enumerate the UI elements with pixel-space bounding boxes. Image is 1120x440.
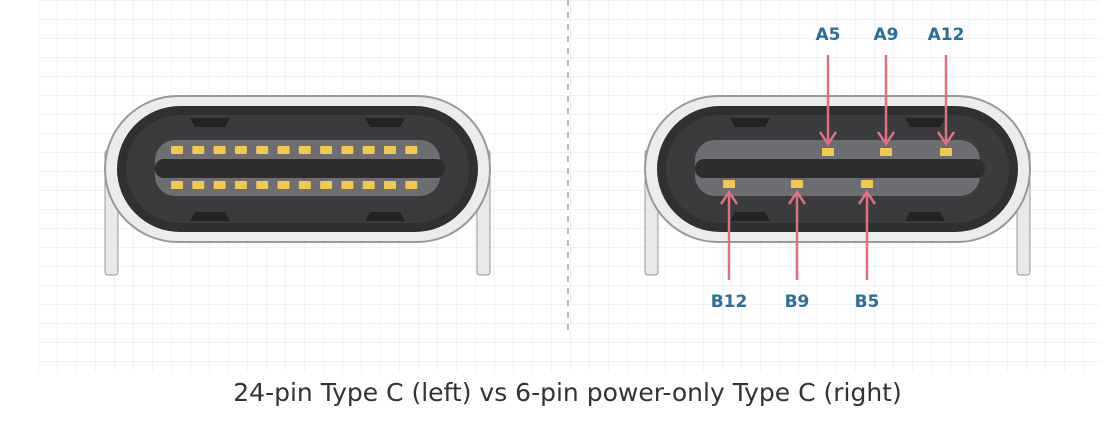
pin-bottom [256,181,269,189]
pin-top [171,146,183,154]
pin-label: B12 [711,292,748,312]
pin-label: B5 [855,292,880,312]
latch-notch-bottom [190,212,230,221]
arrow-head [876,131,896,147]
pin-top [256,146,269,154]
pin-top [320,146,333,154]
latch-notch-bottom [365,212,405,221]
pin-a5 [822,148,834,156]
pin-label: A9 [874,25,899,45]
pin-callout-b12: B12 [711,180,748,312]
pin-label: B9 [785,292,810,312]
arrow-head [719,189,739,205]
latch-notch-top [365,118,405,127]
latch-notch-top [905,118,945,127]
pin-bottom [213,181,226,189]
pin-a9 [880,148,892,156]
pin-bottom [405,181,418,189]
arrow-head [787,189,807,205]
latch-notch-bottom [730,212,770,221]
pin-label: A12 [928,25,965,45]
pin-b9 [791,180,803,188]
pin-callout-b5: B5 [855,180,880,312]
pin-top [362,146,375,154]
pin-label: A5 [816,25,841,45]
arrow-head [936,131,956,147]
pin-bottom [171,181,183,189]
pin-bottom [320,181,333,189]
pin-top [341,146,354,154]
pin-a12 [940,148,952,156]
latch-notch-top [730,118,770,127]
pin-top [405,146,418,154]
pin-top [192,146,205,154]
pin-bottom [192,181,205,189]
pin-callout-a5: A5 [816,25,841,156]
tongue-center-band [155,159,445,178]
pin-top [384,146,396,154]
pin-bottom [298,181,311,189]
caption: 24-pin Type C (left) vs 6-pin power-only… [233,378,902,407]
latch-notch-bottom [905,212,945,221]
arrow-head [818,131,838,147]
tongue-center-band [695,159,985,178]
pin-top [298,146,311,154]
pin-bottom [362,181,375,189]
pin-callout-a9: A9 [874,25,899,156]
pin-b5 [861,180,873,188]
pin-top [213,146,226,154]
arrow-head [857,189,877,205]
pin-callout-a12: A12 [928,25,965,156]
pin-top [234,146,247,154]
pin-bottom [384,181,396,189]
latch-notch-top [190,118,230,127]
pin-bottom [234,181,247,189]
pin-b12 [723,180,735,188]
pin-bottom [341,181,354,189]
connector-24pin [104,95,491,276]
pin-callout-b9: B9 [785,180,810,312]
pin-bottom [277,181,290,189]
pin-top [277,146,290,154]
